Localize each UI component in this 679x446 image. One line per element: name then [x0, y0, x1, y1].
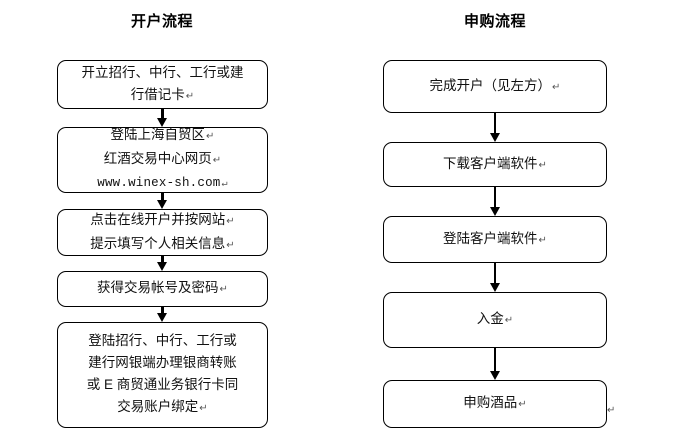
- paragraph-mark-icon: ↵: [518, 399, 527, 410]
- flow-step-text: 开立招行、中行、工行或建行借记卡↵: [58, 62, 267, 108]
- connector-shaft: [493, 113, 497, 134]
- paragraph-mark-icon: ↵: [221, 179, 228, 190]
- column-title-account-opening: 开户流程: [130, 13, 193, 30]
- flow-step-subscription-2: 下载客户端软件↵: [383, 142, 607, 187]
- flow-step-line-text: 交易账户绑定: [117, 399, 199, 414]
- flow-step-line-text: 完成开户（见左方）: [429, 77, 552, 93]
- flow-step-line-text: 申购酒品: [463, 395, 518, 410]
- paragraph-mark-icon: ↵: [504, 315, 514, 326]
- arrowhead-icon: [157, 313, 167, 322]
- flow-step-line-text: 点击在线开户并按网站: [90, 211, 226, 227]
- connector-shaft: [493, 348, 497, 372]
- flow-step-line: 交易账户绑定↵: [63, 396, 262, 420]
- flow-step-text: 下载客户端软件↵: [384, 153, 606, 177]
- flow-step-line: 提示填写个人相关信息↵: [63, 233, 262, 257]
- paragraph-mark-icon: ↵: [219, 284, 228, 295]
- connector-shaft: [161, 109, 164, 119]
- flow-step-line: 建行网银端办理银商转账: [63, 352, 262, 374]
- flow-step-line: 完成开户（见左方）↵: [389, 75, 601, 99]
- flow-step-subscription-5: 申购酒品↵: [383, 380, 607, 428]
- flow-step-line-text: 登陆招行、中行、工行或: [88, 333, 237, 348]
- doc-end-mark-icon: ↵: [607, 405, 616, 416]
- arrowhead-icon: [157, 262, 167, 271]
- flow-step-line: 登陆招行、中行、工行或: [63, 330, 262, 352]
- flow-step-line: www.winex-sh.com↵: [63, 172, 262, 196]
- flow-step-line: 点击在线开户并按网站↵: [63, 209, 262, 233]
- arrowhead-icon: [157, 118, 167, 127]
- flow-step-account-opening-2: 登陆上海自贸区↵红酒交易中心网页↵www.winex-sh.com↵: [57, 127, 268, 193]
- flow-step-account-opening-1: 开立招行、中行、工行或建行借记卡↵: [57, 60, 268, 109]
- flow-step-text: 登陆招行、中行、工行或建行网银端办理银商转账或 E 商贸通业务银行卡同交易账户绑…: [58, 330, 267, 420]
- paragraph-mark-icon: ↵: [185, 90, 195, 102]
- flow-step-line-text: 下载客户端软件: [443, 155, 538, 171]
- paragraph-mark-icon: ↵: [199, 403, 208, 414]
- connector-shaft: [161, 193, 164, 201]
- flow-step-line: 登陆上海自贸区↵: [63, 124, 262, 148]
- paragraph-mark-icon: ↵: [206, 131, 215, 142]
- flow-step-text: 入金↵: [384, 308, 606, 332]
- flow-step-subscription-1: 完成开户（见左方）↵: [383, 60, 607, 113]
- flow-step-line-text: 红酒交易中心网页: [103, 151, 212, 166]
- flow-step-line-text: www.winex-sh.com: [97, 176, 221, 190]
- flow-step-line-text: 入金: [476, 311, 504, 326]
- flow-step-line-text: 登陆上海自贸区: [110, 127, 206, 142]
- connector-shaft: [493, 263, 497, 284]
- column-title-subscription: 申购流程: [463, 13, 526, 30]
- flow-step-line: 下载客户端软件↵: [389, 153, 601, 177]
- arrowhead-icon: [489, 371, 500, 380]
- flow-step-line: 红酒交易中心网页↵: [63, 148, 262, 172]
- flow-step-text: 申购酒品↵: [384, 392, 606, 416]
- connector-shaft: [161, 307, 164, 314]
- flow-step-line-text: 提示填写个人相关信息: [90, 235, 226, 251]
- flow-step-account-opening-3: 点击在线开户并按网站↵提示填写个人相关信息↵: [57, 209, 268, 256]
- flow-step-line-text: 登陆客户端软件: [443, 230, 538, 246]
- flow-step-line: 开立招行、中行、工行或建: [63, 62, 262, 84]
- flow-step-text: 点击在线开户并按网站↵提示填写个人相关信息↵: [58, 209, 267, 257]
- flow-step-text: 登陆客户端软件↵: [384, 228, 606, 252]
- flow-step-line: 申购酒品↵: [389, 392, 601, 416]
- flow-step-line: 获得交易帐号及密码↵: [63, 277, 262, 301]
- flow-step-account-opening-5: 登陆招行、中行、工行或建行网银端办理银商转账或 E 商贸通业务银行卡同交易账户绑…: [57, 322, 268, 428]
- paragraph-mark-icon: ↵: [226, 239, 235, 251]
- flow-step-line-text: 建行网银端办理银商转账: [88, 355, 237, 370]
- connector-shaft: [161, 256, 164, 263]
- flow-step-line: 入金↵: [389, 308, 601, 332]
- flow-step-text: 获得交易帐号及密码↵: [58, 277, 267, 301]
- flow-step-line-text: 行借记卡: [130, 86, 185, 102]
- paragraph-mark-icon: ↵: [226, 215, 235, 227]
- flow-step-line-text: 或 E 商贸通业务银行卡同: [86, 377, 239, 392]
- flow-step-subscription-4: 入金↵: [383, 292, 607, 348]
- flow-step-subscription-3: 登陆客户端软件↵: [383, 216, 607, 263]
- paragraph-mark-icon: ↵: [552, 81, 561, 93]
- flow-step-text: 完成开户（见左方）↵: [384, 75, 606, 99]
- flow-step-line: 或 E 商贸通业务银行卡同: [63, 374, 262, 396]
- connector-shaft: [493, 187, 497, 208]
- paragraph-mark-icon: ↵: [538, 159, 547, 171]
- flow-step-text: 登陆上海自贸区↵红酒交易中心网页↵www.winex-sh.com↵: [58, 124, 267, 196]
- flow-step-line-text: 获得交易帐号及密码: [97, 280, 219, 295]
- paragraph-mark-icon: ↵: [538, 234, 547, 246]
- arrowhead-icon: [489, 283, 500, 292]
- arrowhead-icon: [157, 200, 167, 209]
- flow-step-line-text: 开立招行、中行、工行或建: [81, 64, 244, 80]
- paragraph-mark-icon: ↵: [212, 155, 222, 166]
- flow-step-line: 行借记卡↵: [63, 84, 262, 108]
- flow-step-account-opening-4: 获得交易帐号及密码↵: [57, 271, 268, 307]
- arrowhead-icon: [489, 133, 500, 142]
- flow-step-line: 登陆客户端软件↵: [389, 228, 601, 252]
- arrowhead-icon: [489, 207, 500, 216]
